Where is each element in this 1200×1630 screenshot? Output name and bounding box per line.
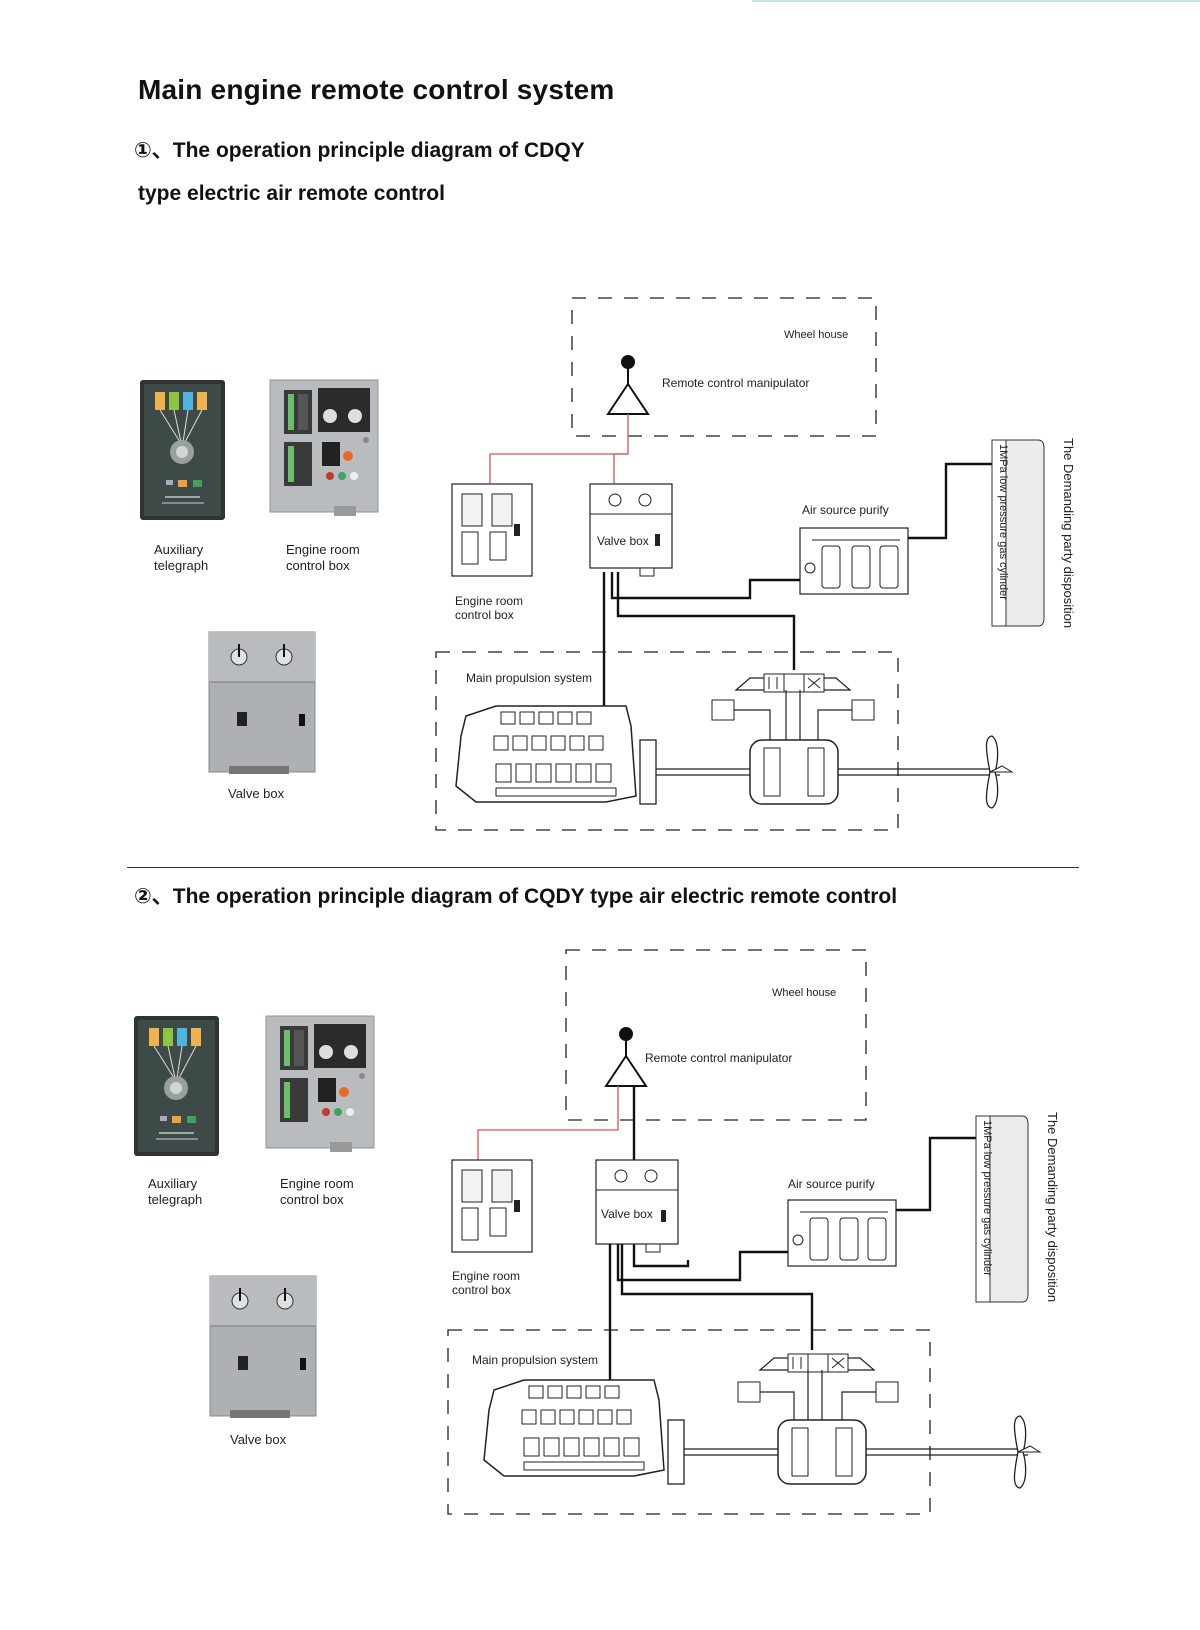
diagram-2: Auxiliary telegraph Engine room control … xyxy=(133,949,1060,1515)
diagram-1: Auxiliary telegraph Engine room control … xyxy=(139,297,1076,831)
valve-linkages-2 xyxy=(760,1370,876,1420)
main-engine-2 xyxy=(483,1379,665,1477)
pressure-switch-right xyxy=(851,699,875,721)
propulsion-boundary xyxy=(435,651,899,831)
auxiliary-telegraph-photo xyxy=(139,379,226,521)
erc-schematic-label-2-2: control box xyxy=(452,1283,511,1297)
wheel-house-label-2: Wheel house xyxy=(772,987,836,999)
valve-box-photo xyxy=(208,631,316,775)
page-title: Main engine remote control system xyxy=(138,74,615,105)
directional-valve xyxy=(735,673,851,693)
signal-line-to-erc-2 xyxy=(477,1086,619,1160)
valve-linkages xyxy=(734,690,852,740)
cylinder-label-2: 1MPa low pressure gas cylinder xyxy=(981,1120,993,1276)
air-pipe-valve-to-purify xyxy=(610,572,800,600)
aux-telegraph-label-2-1: Auxiliary xyxy=(148,1176,198,1191)
cylinder-label: 1MPa low pressure gas cylinder xyxy=(997,444,1009,600)
signal-line-to-valve xyxy=(613,453,628,484)
section-divider xyxy=(127,867,1079,868)
pipe-valve-to-gearbox xyxy=(616,572,796,670)
valve-schematic-label-2: Valve box xyxy=(601,1207,653,1221)
air-source-label-2: Air source purify xyxy=(788,1177,875,1191)
aux-telegraph-label-2: telegraph xyxy=(154,558,208,573)
remote-manipulator-symbol-2 xyxy=(605,1026,647,1087)
erc-photo-label-2-1: Engine room xyxy=(280,1176,354,1191)
demanding-party-label-2: The Demanding party disposition xyxy=(1045,1112,1060,1302)
manipulator-label-2: Remote control manipulator xyxy=(645,1051,792,1065)
main-engine xyxy=(455,705,637,803)
section1-heading-line1: ①、The operation principle diagram of CDQ… xyxy=(134,139,585,162)
erc-photo-label-2: control box xyxy=(286,558,350,573)
air-pipe-purify-to-cylinder-2 xyxy=(896,1136,976,1212)
top-accent-line xyxy=(752,0,1200,2)
pressure-switch-left-2 xyxy=(737,1381,761,1403)
auxiliary-telegraph-photo-2 xyxy=(133,1015,220,1157)
engine-room-control-box-schematic xyxy=(451,483,533,577)
valve-photo-label-2: Valve box xyxy=(230,1432,287,1447)
propulsion-label-2: Main propulsion system xyxy=(472,1353,598,1367)
aux-telegraph-label-1: Auxiliary xyxy=(154,542,204,557)
air-source-purify-unit xyxy=(799,527,909,595)
gearbox-shaft-propeller xyxy=(639,735,1013,809)
propulsion-boundary-2 xyxy=(447,1329,931,1515)
erc-schematic-label-2-1: Engine room xyxy=(452,1269,520,1283)
air-source-purify-unit-2 xyxy=(787,1199,897,1267)
air-pipe-purify-to-cylinder xyxy=(908,462,992,540)
signal-line-to-erc xyxy=(489,414,629,484)
pipe-valve-to-gearbox-2 xyxy=(620,1244,814,1350)
engine-room-control-box-schematic-2 xyxy=(451,1159,533,1253)
valve-schematic-label: Valve box xyxy=(597,534,649,548)
erc-photo-label-2-2: control box xyxy=(280,1192,344,1207)
pressure-switch-left xyxy=(711,699,735,721)
aux-telegraph-label-2-2: telegraph xyxy=(148,1192,202,1207)
pressure-switch-right-2 xyxy=(875,1381,899,1403)
demanding-party-label: The Demanding party disposition xyxy=(1061,438,1076,628)
section1-heading-line2: type electric air remote control xyxy=(138,182,445,205)
valve-box-schematic-2 xyxy=(595,1159,679,1253)
gearbox-shaft-propeller-2 xyxy=(667,1415,1041,1489)
remote-manipulator-symbol xyxy=(607,354,649,415)
valve-photo-label: Valve box xyxy=(228,786,285,801)
erc-schematic-label-1: Engine room xyxy=(455,594,523,608)
section2-heading: ②、The operation principle diagram of CQD… xyxy=(134,885,898,908)
directional-valve-2 xyxy=(759,1353,875,1373)
propulsion-label: Main propulsion system xyxy=(466,671,592,685)
air-pipe-valve-to-purify-2 xyxy=(616,1244,788,1282)
wheel-house-label: Wheel house xyxy=(784,329,848,341)
wheel-house-boundary-2 xyxy=(565,949,867,1121)
erc-photo-label-1: Engine room xyxy=(286,542,360,557)
erc-schematic-label-2: control box xyxy=(455,608,514,622)
engine-room-control-box-photo-2 xyxy=(265,1015,375,1153)
air-source-label: Air source purify xyxy=(802,503,889,517)
valve-box-schematic xyxy=(589,483,673,577)
manipulator-label: Remote control manipulator xyxy=(662,376,809,390)
wheel-house-boundary xyxy=(571,297,877,437)
engine-room-control-box-photo xyxy=(269,379,379,517)
valve-box-photo-2 xyxy=(209,1275,317,1419)
